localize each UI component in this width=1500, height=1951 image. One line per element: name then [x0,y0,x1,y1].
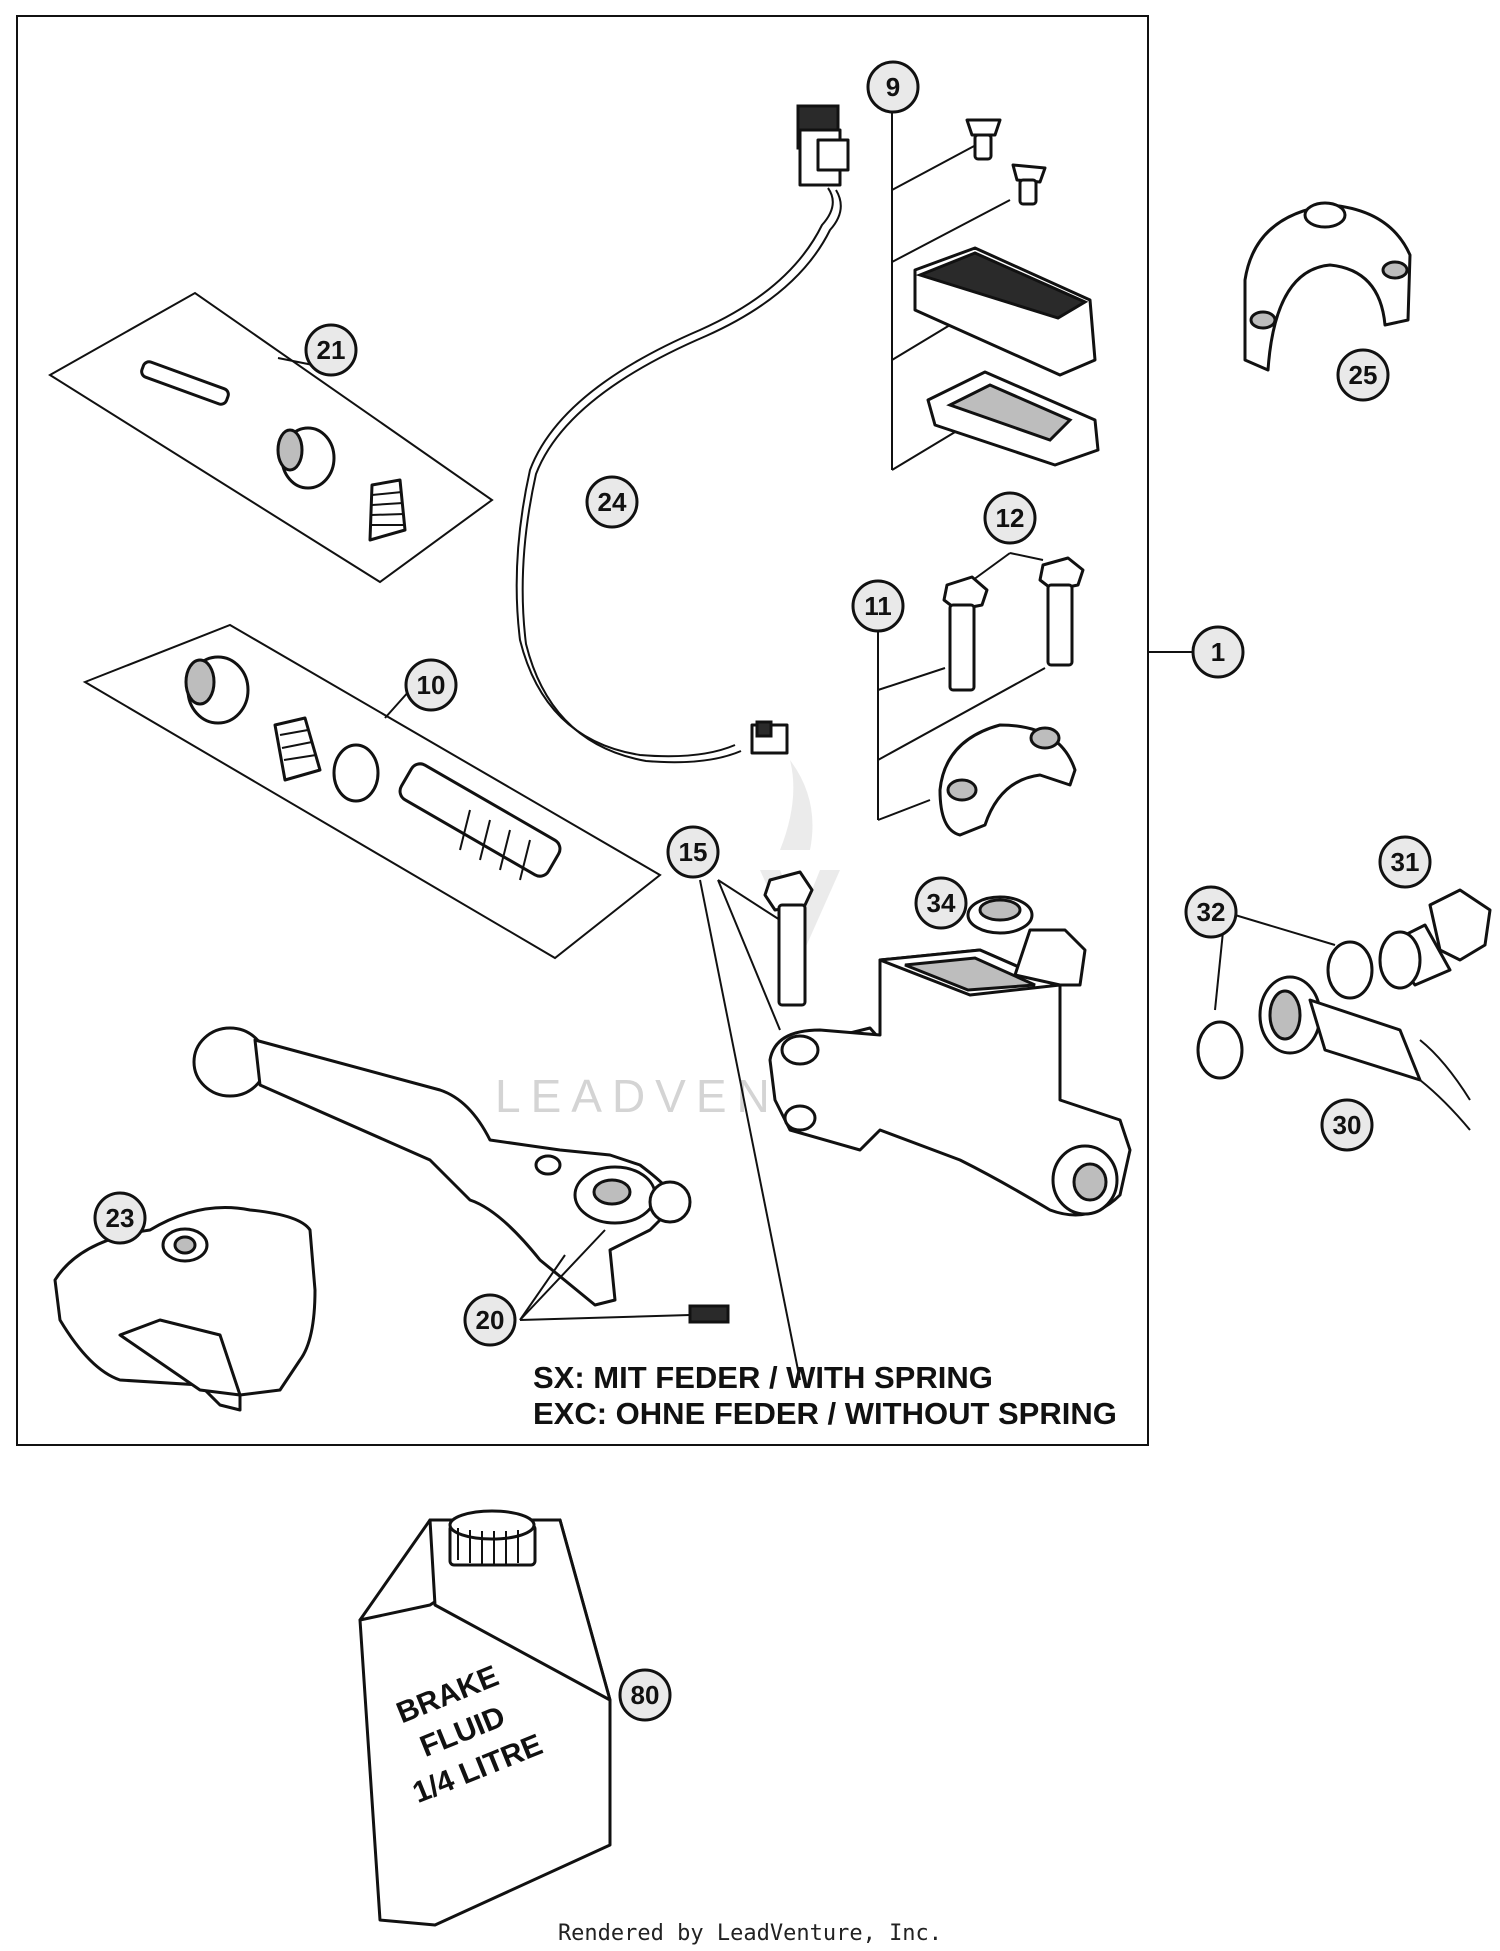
svg-text:80: 80 [631,1680,660,1710]
svg-text:20: 20 [476,1305,505,1335]
lever-20 [192,1026,730,1324]
svg-text:1: 1 [1211,637,1225,667]
svg-text:15: 15 [679,837,708,867]
reservoir-cover-9 [891,105,1100,471]
assembly-frame [16,15,1149,1446]
svg-text:34: 34 [927,888,956,918]
callout-80: 80 [618,1668,672,1722]
callout-1: 1 [1191,625,1245,679]
callout-15: 15 [666,825,720,879]
clamp-25 [1243,201,1412,372]
kit-21-group [48,291,494,584]
svg-text:21: 21 [317,335,346,365]
callout-9: 9 [866,60,920,114]
callout-31: 31 [1378,835,1432,889]
note-with-spring: SX: MIT FEDER / WITH SPRING [533,1360,993,1395]
svg-text:23: 23 [106,1203,135,1233]
callout-30: 30 [1320,1098,1374,1152]
svg-text:25: 25 [1349,360,1378,390]
svg-text:31: 31 [1391,847,1420,877]
hose-fittings-30-32 [1196,888,1492,1131]
callout-32: 32 [1184,885,1238,939]
brake-fluid-bottle-80: BRAKE FLUID 1/4 LITRE [358,1509,612,1927]
callout-12: 12 [983,491,1037,545]
diaphragm-34 [966,895,1034,935]
callout-24: 24 [585,475,639,529]
callout-23: 23 [93,1191,147,1245]
callout-20: 20 [463,1293,517,1347]
callout-21: 21 [304,323,358,377]
svg-text:9: 9 [886,72,900,102]
callout-11: 11 [851,579,905,633]
svg-text:24: 24 [598,487,627,517]
svg-text:10: 10 [417,670,446,700]
handguard-23 [53,1206,317,1412]
master-cylinder-body [768,928,1132,1217]
svg-text:30: 30 [1333,1110,1362,1140]
callout-25: 25 [1336,348,1390,402]
switch-cable-24 [515,104,850,764]
clamp-bolts-11-12 [877,552,1085,837]
note-without-spring: EXC: OHNE FEDER / WITHOUT SPRING [533,1396,1117,1431]
callout-10: 10 [404,658,458,712]
svg-text:12: 12 [996,503,1025,533]
svg-text:32: 32 [1197,897,1226,927]
callout-34: 34 [914,876,968,930]
svg-text:11: 11 [864,591,892,621]
footer-credit: Rendered by LeadVenture, Inc. [558,1921,942,1946]
kit-10-group [82,623,662,960]
